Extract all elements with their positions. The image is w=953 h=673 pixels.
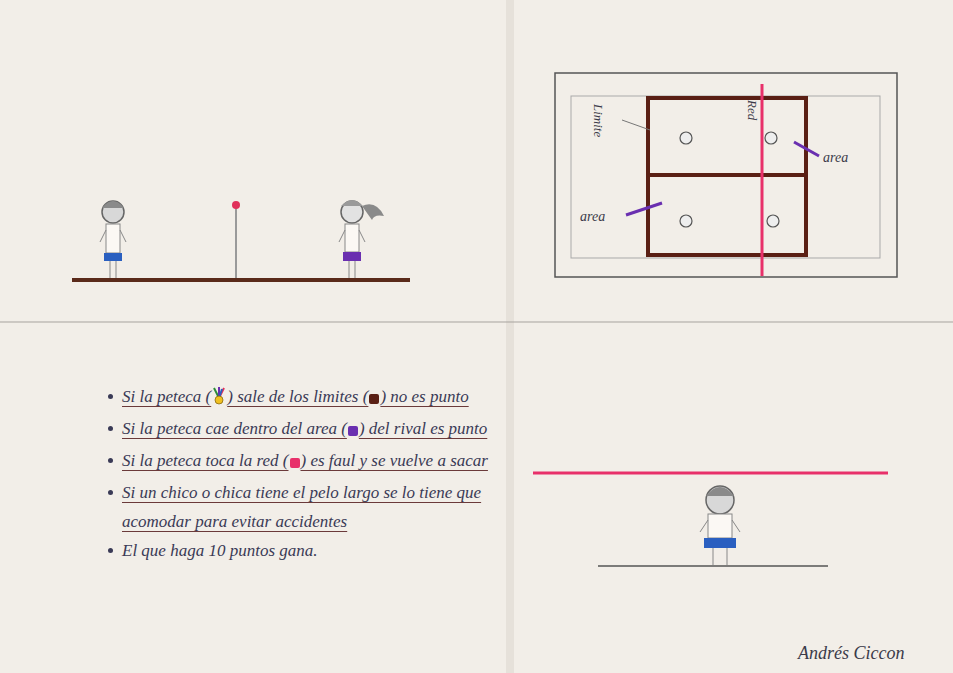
rule-item: Si la peteca toca la red ( ) es faul y se… [108,446,503,478]
rule-text: Si un chico o chica tiene el pelo largo … [122,483,481,531]
color-swatch [347,417,359,446]
peteca-icon [211,385,227,414]
rule-text: ) no es punto [380,387,468,406]
color-swatch [368,385,380,414]
rule-text: Si la peteca ( ) sale de los limites ( ) n… [122,387,469,406]
rule-text: Si la peteca cae dentro del area ( ) del … [122,419,487,438]
bullet-dot [108,490,113,495]
divider-line [0,322,953,323]
boundary-label: Limite [591,104,606,137]
leader-line [622,120,650,130]
leader-line [626,203,662,215]
rule-text: Si la peteca toca la red ( [122,451,289,470]
bullet-dot [108,548,113,553]
rule-item: Si la peteca cae dentro del area ( ) del … [108,414,503,446]
bullet-dot [108,458,113,463]
net-label: Red [744,100,760,120]
rule-text: ) del rival es punto [359,419,487,438]
area-label: area [823,150,848,165]
rule-text: ) sale de los limites ( [227,387,368,406]
color-swatch [289,449,301,478]
rule-item: Si un chico o chica tiene el pelo largo … [108,478,503,536]
net-label: Red [745,100,760,120]
signature: Andrés Ciccon [798,643,904,663]
rule-text: Si la peteca cae dentro del area ( [122,419,347,438]
boundary-label: Limite [590,104,606,137]
rule-text: ) es faul y se vuelve a sacar [301,451,488,470]
rule-text: Si un chico o chica tiene el pelo largo … [122,483,481,531]
rule-text: Si la peteca ( [122,387,211,406]
court-plan [555,73,897,277]
area-label: area [580,209,605,225]
page-fold [506,0,514,673]
front-view-scene [533,473,888,566]
rules-list: Si la peteca ( ) sale de los limites ( ) n… [108,382,503,565]
area-label: area [580,209,605,224]
leader-line [794,142,819,156]
bullet-dot [108,394,113,399]
rule-item: Si la peteca ( ) sale de los limites ( ) n… [108,382,503,414]
side-view-scene [72,200,410,280]
rule-text: El que haga 10 puntos gana. [122,541,318,560]
signature: Andrés Ciccon [798,643,904,664]
rule-text: El que haga 10 puntos gana. [122,541,318,560]
rule-item: El que haga 10 puntos gana. [108,536,503,565]
rule-text: Si la peteca toca la red ( ) es faul y se… [122,451,488,470]
bullet-dot [108,426,113,431]
area-label: area [823,150,848,166]
